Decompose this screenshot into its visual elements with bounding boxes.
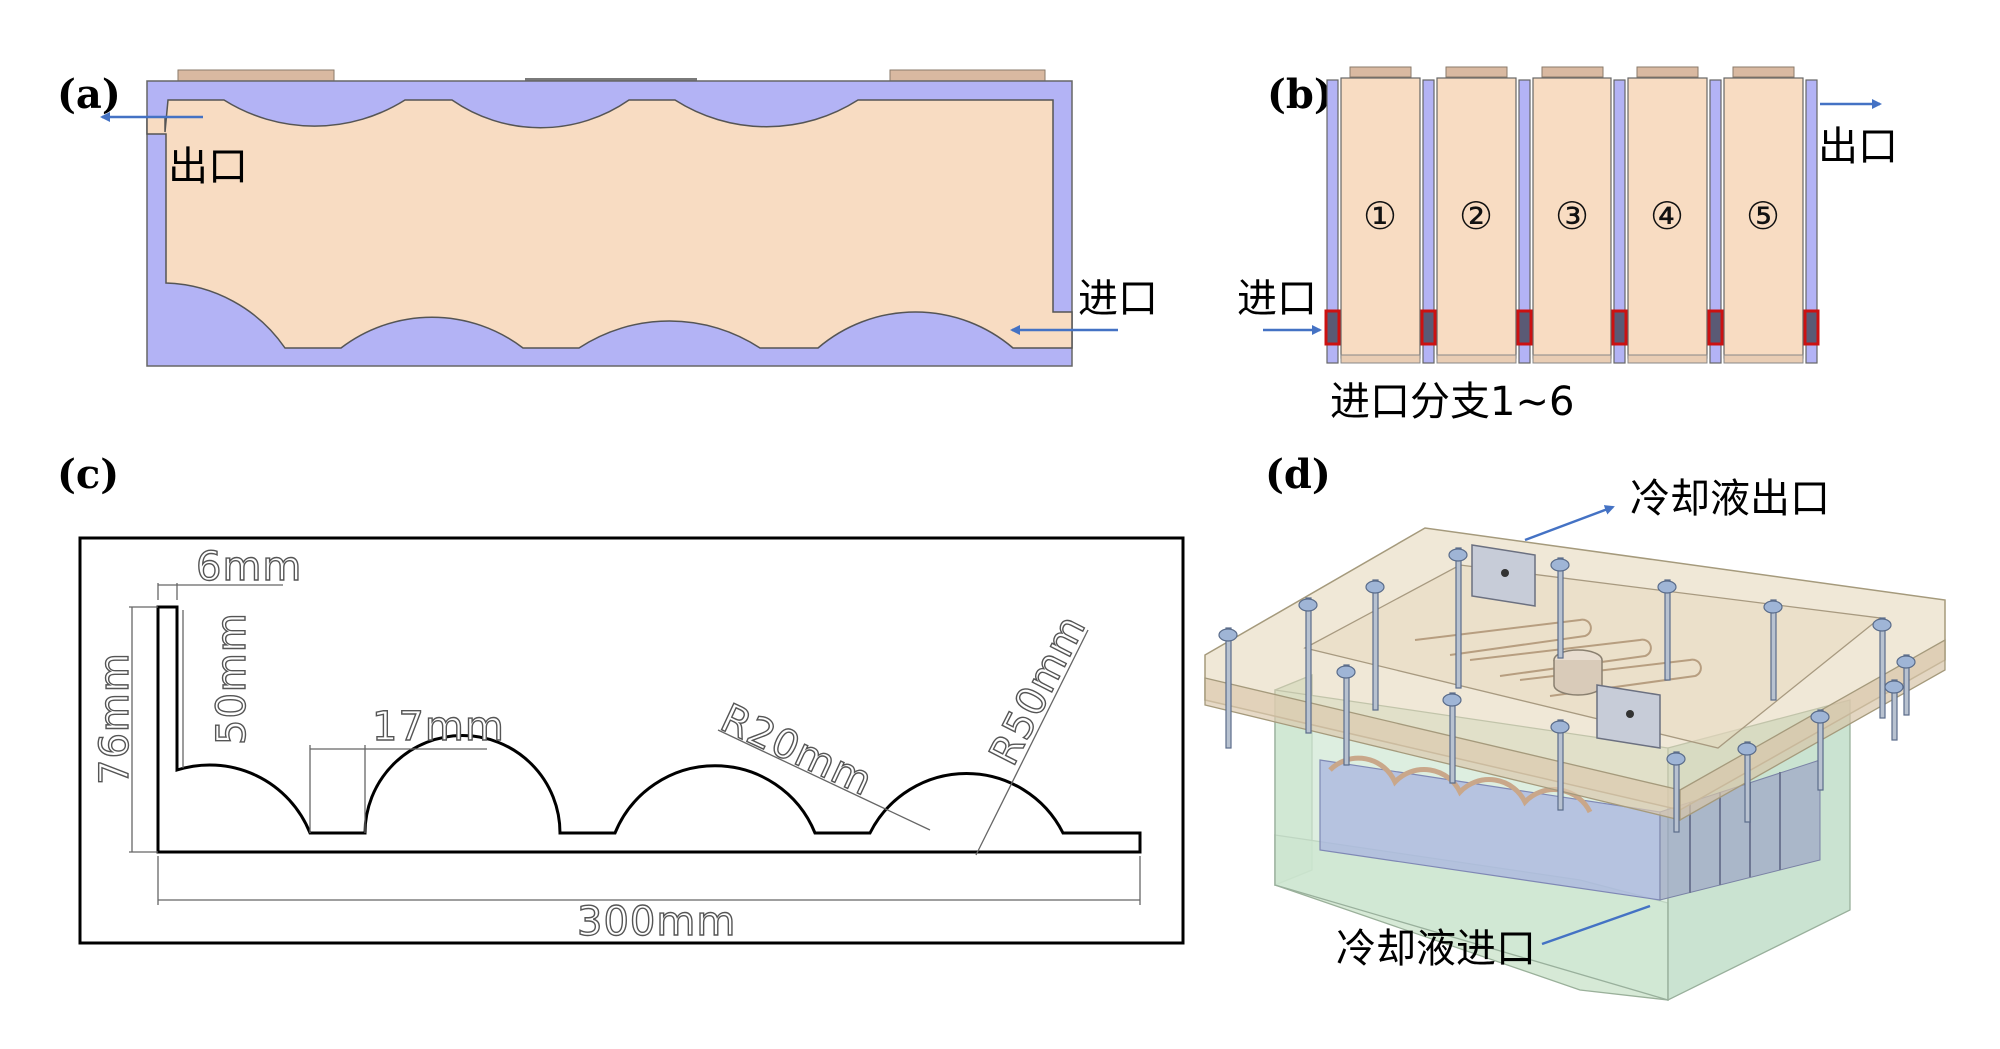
cell-5: ⑤ [1723, 66, 1804, 364]
panel-d: (d) [1204, 451, 1946, 1002]
channel-strip-3 [1518, 79, 1531, 364]
channel-strip-1 [1326, 79, 1339, 364]
dim-300mm: 300mm [577, 899, 736, 945]
inlet-label: 进口 [1078, 276, 1158, 322]
lid-bolts [1218, 547, 1916, 833]
cell-1-number: ① [1363, 194, 1397, 238]
dim-50mm: 50mm [209, 612, 255, 745]
busbar-tab-2 [1596, 684, 1661, 749]
cell-5-number: ⑤ [1746, 194, 1780, 238]
inlet-branch-boxes [1324, 309, 1820, 346]
dim-17mm: 17mm [372, 704, 505, 750]
channel-strip-4 [1613, 79, 1626, 364]
cell-3-number: ③ [1555, 194, 1589, 238]
panel-b-label: (b) [1267, 71, 1333, 118]
terminal-tab-left [177, 69, 335, 83]
lid-grooves [1414, 618, 1702, 697]
inlet-branches-label: 进口分支1~6 [1330, 379, 1574, 425]
cell-2-number: ② [1459, 194, 1493, 238]
cell-4-number: ④ [1650, 194, 1684, 238]
panel-a-label: (a) [57, 71, 121, 118]
terminal-tab-right [889, 69, 1046, 83]
coolant-outlet-pointer [1524, 505, 1615, 542]
cell-4: ④ [1627, 66, 1708, 364]
cell-3: ③ [1532, 66, 1612, 364]
drawing-frame [78, 536, 1185, 945]
busbar-tab-1 [1471, 544, 1536, 607]
channel-strip-6 [1805, 79, 1818, 364]
panel-b-inlet-label: 进口 [1237, 276, 1317, 322]
panel-d-label: (d) [1265, 451, 1331, 498]
outlet-label: 出口 [168, 144, 248, 190]
panel-c: (c) 6mm 50mm 76mm 17mm R20mm R50mm 30 [57, 451, 1185, 946]
channel-strip-5 [1709, 79, 1722, 364]
channel-strip-2 [1422, 79, 1435, 364]
panel-a: (a) 出口 进口 [57, 69, 1158, 367]
dim-6mm: 6mm [196, 544, 302, 590]
panel-b: (b) ① ② ③ ④ [1237, 66, 1898, 425]
dimension-lines [129, 583, 1141, 905]
dim-76mm: 76mm [92, 652, 138, 785]
internal-wave-channel [1328, 755, 1593, 814]
battery-cell-profile [146, 99, 1073, 349]
internal-cell-dividers [1689, 772, 1781, 893]
inlet-tube [1553, 649, 1603, 696]
panel-c-label: (c) [57, 451, 119, 498]
cell-2: ② [1436, 66, 1517, 364]
cell-1: ① [1340, 66, 1421, 364]
coolant-inlet-pointer [1541, 904, 1651, 946]
coolant-inlet-label: 冷却液进口 [1336, 926, 1536, 972]
coolant-outlet-label: 冷却液出口 [1630, 476, 1830, 522]
panel-b-outlet-label: 出口 [1818, 124, 1898, 170]
